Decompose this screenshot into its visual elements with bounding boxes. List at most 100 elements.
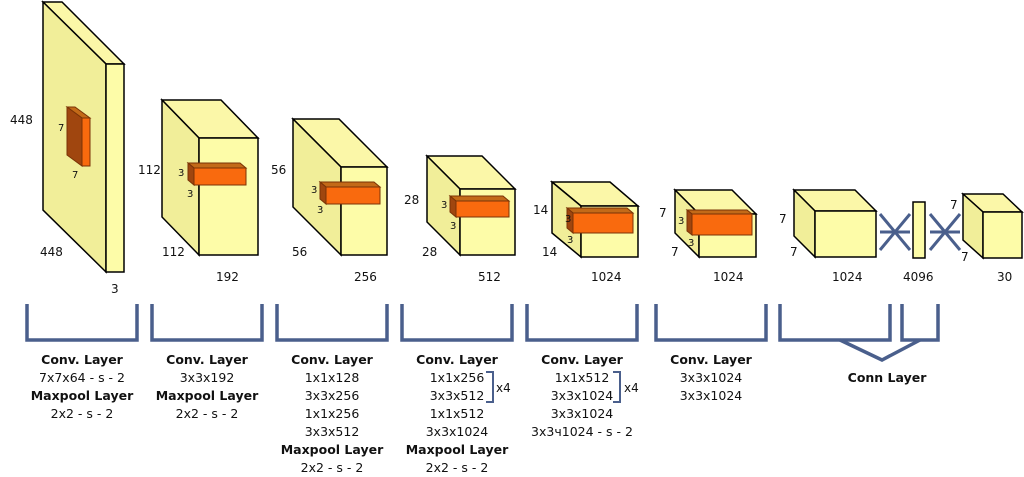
kernel-2-width-label: 3 <box>317 205 323 216</box>
caption-spec: 2x2 - s - 2 <box>176 406 239 421</box>
caption-spec: 1x1x256 <box>305 406 360 421</box>
output-height-label: 7 <box>950 198 958 212</box>
kernel-5 <box>685 208 754 237</box>
bracket-group-1 <box>25 304 139 342</box>
caption-spec: 1x1x128 <box>305 370 360 385</box>
output-width-label: 7 <box>961 250 969 264</box>
repeat-bracket-group-5: x4 <box>613 371 639 403</box>
volume-2-width-label: 56 <box>292 245 307 259</box>
caption-heading: Maxpool Layer <box>406 442 509 457</box>
fc-connection-left <box>878 213 912 251</box>
volume-2-height-label: 56 <box>271 163 286 177</box>
volume-1-height-label: 112 <box>138 163 161 177</box>
kernel-5-width-label: 3 <box>688 238 694 249</box>
fc-layer-4096: 4096 <box>903 201 934 284</box>
output-volume: 7 7 30 <box>950 192 1024 284</box>
caption-group-3: Conv. Layer 1x1x128 3x3x256 1x1x256 3x3x512M… <box>281 352 384 475</box>
input-kernel-width-label: 7 <box>72 170 78 181</box>
caption-heading: Conv. Layer <box>416 352 499 367</box>
volume-3-channels-label: 512 <box>478 270 501 284</box>
volume-2-channels-label: 256 <box>354 270 377 284</box>
bracket-conn-merge <box>839 338 921 362</box>
caption-spec: 3x3x256 <box>305 388 360 403</box>
kernel-5-height-label: 3 <box>678 216 684 227</box>
caption-spec: 1x1x256 <box>430 370 485 385</box>
fc-size-label: 4096 <box>903 270 934 284</box>
kernel-2 <box>318 180 382 206</box>
caption-spec: 3x3x512 <box>305 424 360 439</box>
kernel-4-height-label: 3 <box>565 214 571 225</box>
kernel-1-width-label: 3 <box>187 189 193 200</box>
volume-6-width-label: 7 <box>790 245 798 259</box>
input-channels-label: 3 <box>111 282 119 296</box>
volume-3-width-label: 28 <box>422 245 437 259</box>
repeat-label-group-4: x4 <box>496 381 511 395</box>
caption-group-7: Conn Layer <box>848 370 928 385</box>
input-height-label: 448 <box>10 113 33 127</box>
bracket-conn-2 <box>900 304 940 342</box>
group-brackets <box>25 304 940 362</box>
kernel-3-width-label: 3 <box>450 221 456 232</box>
input-volume: 448 448 3 7 7 <box>10 0 126 296</box>
caption-spec: 7x7x64 - s - 2 <box>39 370 125 385</box>
feature-volume-6: 7 7 1024 <box>779 188 878 284</box>
caption-spec: 3x3x192 <box>180 370 235 385</box>
caption-heading: Conv. Layer <box>41 352 124 367</box>
caption-heading: Conv. Layer <box>670 352 753 367</box>
caption-heading: Conn Layer <box>848 370 928 385</box>
feature-volume-1: 112 112 192 3 3 <box>138 98 260 284</box>
volume-4-height-label: 14 <box>533 203 548 217</box>
kernel-4 <box>565 206 635 235</box>
kernel-4-width-label: 3 <box>567 235 573 246</box>
caption-group-4: Conv. Layer 1x1x256 3x3x512 1x1x512 3x3x1024… <box>406 352 509 475</box>
caption-heading: Conv. Layer <box>291 352 374 367</box>
kernel-3 <box>448 194 511 219</box>
volume-4-width-label: 14 <box>542 245 557 259</box>
repeat-label-group-5: x4 <box>624 381 639 395</box>
caption-spec: 2x2 - s - 2 <box>301 460 364 475</box>
caption-spec: 2x2 - s - 2 <box>426 460 489 475</box>
bracket-group-3 <box>275 304 389 342</box>
caption-spec: 3x3x512 <box>430 388 485 403</box>
volume-3-height-label: 28 <box>404 193 419 207</box>
volume-5-channels-label: 1024 <box>713 270 744 284</box>
volume-6-height-label: 7 <box>779 212 787 226</box>
input-width-label: 448 <box>40 245 63 259</box>
feature-volume-4: 14 14 1024 3 3 <box>533 180 641 284</box>
volume-1-width-label: 112 <box>162 245 185 259</box>
caption-heading: Conv. Layer <box>541 352 624 367</box>
caption-spec: 1x1x512 <box>555 370 610 385</box>
caption-heading: Maxpool Layer <box>281 442 384 457</box>
input-kernel <box>65 106 92 167</box>
kernel-3-height-label: 3 <box>441 200 447 211</box>
layer-captions: Conv. Layer 7x7x64 - s - 2 Maxpool Layer 2x… <box>31 352 927 475</box>
volume-5-width-label: 7 <box>671 245 679 259</box>
caption-heading: Conv. Layer <box>166 352 249 367</box>
bracket-group-4 <box>400 304 514 342</box>
caption-spec: 3x3x1024 <box>680 388 743 403</box>
caption-spec: 3x3ч1024 - s - 2 <box>531 424 633 439</box>
caption-group-5: Conv. Layer 1x1x512 3x3x1024 3x3x1024 3x3ч10… <box>531 352 633 439</box>
volume-5-height-label: 7 <box>659 206 667 220</box>
repeat-bracket-group-4: x4 <box>486 371 511 403</box>
caption-spec: 3x3x1024 <box>551 388 614 403</box>
volume-4-channels-label: 1024 <box>591 270 622 284</box>
feature-volume-2: 56 56 256 3 3 <box>271 117 389 284</box>
caption-spec: 3x3x1024 <box>426 424 489 439</box>
kernel-2-height-label: 3 <box>311 185 317 196</box>
bracket-conn-1 <box>778 304 892 342</box>
bracket-group-5 <box>525 304 639 342</box>
caption-group-1: Conv. Layer 7x7x64 - s - 2 Maxpool Layer 2x… <box>31 352 134 421</box>
volume-6-channels-label: 1024 <box>832 270 863 284</box>
kernel-1-height-label: 3 <box>178 168 184 179</box>
caption-heading: Maxpool Layer <box>31 388 134 403</box>
fc-connection-right <box>928 213 962 251</box>
caption-spec: 2x2 - s - 2 <box>51 406 114 421</box>
kernel-1 <box>186 161 248 187</box>
caption-spec: 1x1x512 <box>430 406 485 421</box>
caption-spec: 3x3x1024 <box>551 406 614 421</box>
volume-1-channels-label: 192 <box>216 270 239 284</box>
